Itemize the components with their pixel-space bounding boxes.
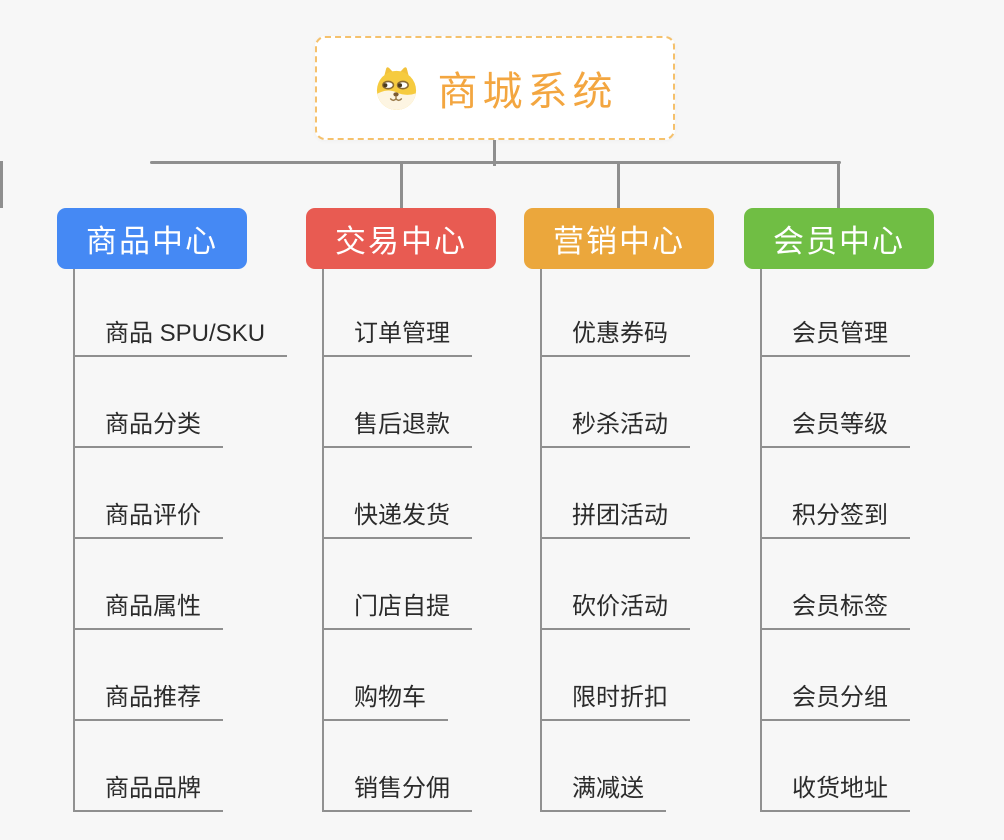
- child-topic[interactable]: 销售分佣: [324, 721, 472, 812]
- child-topic[interactable]: 会员标签: [762, 539, 910, 630]
- child-topic[interactable]: 优惠券码: [542, 269, 690, 357]
- child-topic[interactable]: 秒杀活动: [542, 357, 690, 448]
- child-topic[interactable]: 购物车: [324, 630, 448, 721]
- shiba-dog-face-icon: [373, 65, 420, 112]
- child-topic-label: 会员管理: [792, 320, 888, 347]
- child-topic[interactable]: 商品 SPU/SKU: [75, 269, 288, 357]
- child-topic[interactable]: 商品分类: [75, 357, 223, 448]
- child-topic[interactable]: 限时折扣: [542, 630, 690, 721]
- child-topic[interactable]: 会员管理: [762, 269, 910, 357]
- child-topic[interactable]: 满减送: [542, 721, 666, 812]
- child-topic-label: 商品属性: [105, 593, 201, 620]
- branch-header[interactable]: 营销中心: [524, 208, 714, 269]
- branch-children-list: 订单管理 售后退款 快递发货 门店自提 购物车 销售分佣: [322, 269, 556, 812]
- child-topic-label: 会员等级: [792, 411, 888, 438]
- child-topic-label: 拼团活动: [572, 502, 668, 529]
- child-topic-label: 商品品牌: [105, 775, 201, 802]
- child-topic-label: 收货地址: [792, 775, 888, 802]
- branch-children-list: 商品 SPU/SKU 商品分类 商品评价 商品属性 商品推荐 商品品牌: [73, 269, 307, 812]
- child-topic-label: 优惠券码: [572, 320, 668, 347]
- child-topic-label: 秒杀活动: [572, 411, 668, 438]
- branch-header[interactable]: 商品中心: [57, 208, 247, 269]
- child-topic[interactable]: 拼团活动: [542, 448, 690, 539]
- branch-header[interactable]: 交易中心: [306, 208, 496, 269]
- branch-drop-connector: [400, 161, 403, 208]
- root-stem-connector: [493, 140, 496, 166]
- root-node[interactable]: 商城系统: [315, 36, 675, 140]
- branch-node: 会员中心 会员管理 会员等级 积分签到 会员标签 会员分组 收货地址: [744, 208, 994, 812]
- child-topic[interactable]: 售后退款: [324, 357, 472, 448]
- root-title: 商城系统: [437, 70, 618, 114]
- branch-node: 营销中心 优惠券码 秒杀活动 拼团活动 砍价活动 限时折扣 满减送: [524, 208, 774, 812]
- child-topic[interactable]: 商品推荐: [75, 630, 223, 721]
- child-topic-label: 购物车: [354, 684, 426, 711]
- branch-children-list: 会员管理 会员等级 积分签到 会员标签 会员分组 收货地址: [760, 269, 994, 812]
- child-topic[interactable]: 会员分组: [762, 630, 910, 721]
- child-topic-label: 订单管理: [354, 320, 450, 347]
- child-topic-label: 商品评价: [105, 502, 201, 529]
- branch-drop-connector: [0, 161, 3, 208]
- child-topic[interactable]: 快递发货: [324, 448, 472, 539]
- child-topic[interactable]: 订单管理: [324, 269, 472, 357]
- child-topic[interactable]: 积分签到: [762, 448, 910, 539]
- branch-children-list: 优惠券码 秒杀活动 拼团活动 砍价活动 限时折扣 满减送: [540, 269, 774, 812]
- child-topic[interactable]: 门店自提: [324, 539, 472, 630]
- child-topic-label: 满减送: [572, 775, 644, 802]
- branch-node: 交易中心 订单管理 售后退款 快递发货 门店自提 购物车 销售分佣: [306, 208, 556, 812]
- child-topic[interactable]: 商品评价: [75, 448, 223, 539]
- branch-drop-connector: [837, 161, 840, 208]
- child-topic-label: 商品推荐: [105, 684, 201, 711]
- child-topic-label: 快递发货: [354, 502, 450, 529]
- child-topic-label: 售后退款: [354, 411, 450, 438]
- child-topic-label: 会员分组: [792, 684, 888, 711]
- child-topic-label: 门店自提: [354, 593, 450, 620]
- child-topic-label: 限时折扣: [572, 684, 668, 711]
- child-topic-label: 商品分类: [105, 411, 201, 438]
- branch-header[interactable]: 会员中心: [744, 208, 934, 269]
- child-topic-label: 销售分佣: [354, 775, 450, 802]
- child-topic-label: 积分签到: [792, 502, 888, 529]
- branch-bus-connector: [150, 161, 841, 164]
- child-topic-label: 砍价活动: [572, 593, 668, 620]
- child-topic-label: 商品 SPU/SKU: [105, 320, 266, 347]
- child-topic[interactable]: 商品品牌: [75, 721, 223, 812]
- child-topic[interactable]: 会员等级: [762, 357, 910, 448]
- branch-node: 商品中心 商品 SPU/SKU 商品分类 商品评价 商品属性 商品推荐 商品品牌: [57, 208, 307, 812]
- child-topic-label: 会员标签: [792, 593, 888, 620]
- child-topic[interactable]: 收货地址: [762, 721, 910, 812]
- child-topic[interactable]: 商品属性: [75, 539, 223, 630]
- branch-drop-connector: [617, 161, 620, 208]
- child-topic[interactable]: 砍价活动: [542, 539, 690, 630]
